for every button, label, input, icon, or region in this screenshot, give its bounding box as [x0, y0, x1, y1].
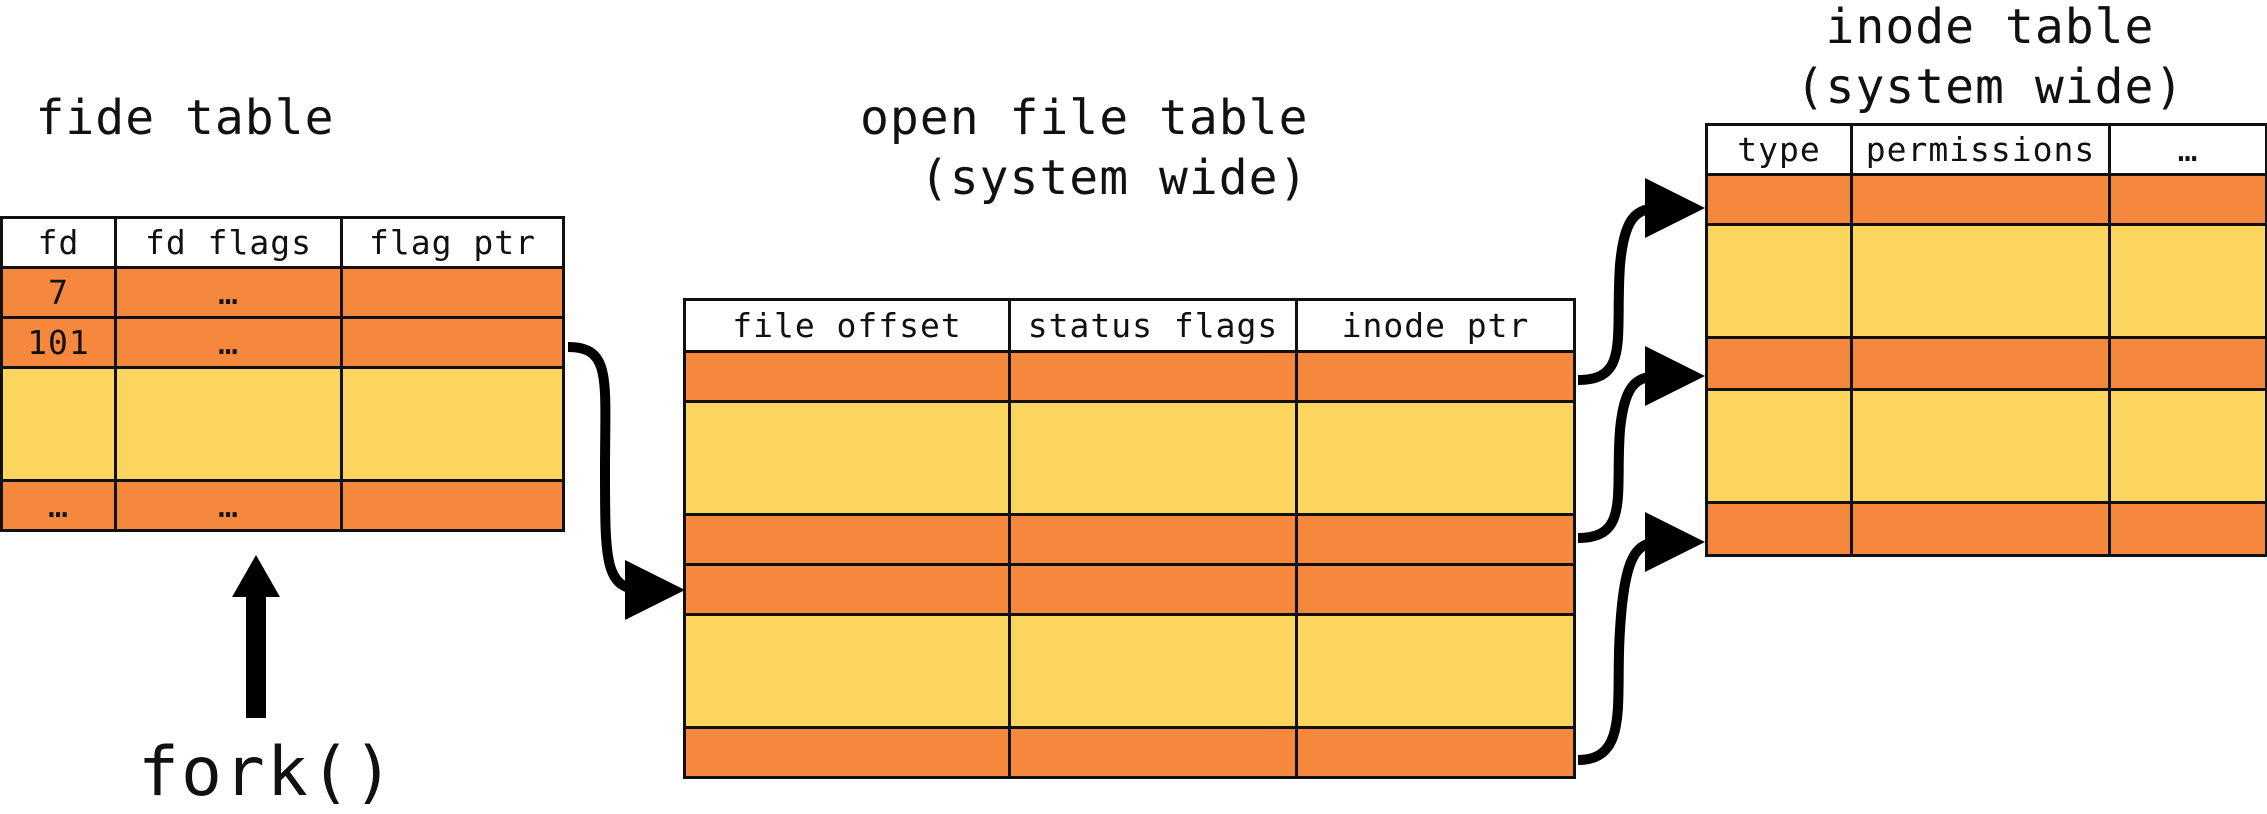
table-row — [0, 366, 565, 482]
fd-header: fd — [0, 216, 117, 269]
table-row — [683, 563, 1576, 616]
open-file-to-inode-arrow-1 — [1577, 178, 1705, 385]
inode-table-title: inode table (system wide) — [1795, 0, 2185, 115]
permissions-header: permissions — [1850, 123, 2111, 176]
flag-ptr-header: flag ptr — [340, 216, 565, 269]
fd-flags-cell: … — [114, 479, 343, 532]
fd-cell — [0, 366, 117, 482]
table-row — [683, 726, 1576, 779]
table-row — [1705, 501, 2267, 557]
open-file-table-header-row: file offset status flags inode ptr — [683, 298, 1576, 353]
table-row: 7 … — [0, 266, 565, 319]
table-row — [1705, 336, 2267, 391]
open-file-table: file offset status flags inode ptr — [683, 298, 1576, 779]
flag-ptr-cell — [340, 316, 565, 369]
table-row — [1705, 223, 2267, 339]
fd-table-header-row: fd fd flags flag ptr — [0, 216, 565, 269]
file-offset-header: file offset — [683, 298, 1011, 353]
fd-to-open-file-arrow — [567, 342, 685, 620]
open-file-table-title: open file table (system wide) — [860, 90, 1309, 206]
type-header: type — [1705, 123, 1853, 176]
fd-cell: … — [0, 479, 117, 532]
flag-ptr-cell — [340, 266, 565, 319]
table-row — [1705, 173, 2267, 226]
table-row — [683, 400, 1576, 516]
open-file-to-inode-arrow-3 — [1577, 512, 1705, 765]
fd-flags-cell — [114, 366, 343, 482]
fd-flags-header: fd flags — [114, 216, 343, 269]
fork-up-arrow — [232, 555, 280, 718]
open-file-to-inode-arrow-2 — [1577, 346, 1705, 543]
table-row — [683, 350, 1576, 403]
table-row — [1705, 388, 2267, 504]
table-row: 101 … — [0, 316, 565, 369]
fd-cell: 101 — [0, 316, 117, 369]
table-row: … … — [0, 479, 565, 532]
table-row — [683, 513, 1576, 566]
fd-flags-cell: … — [114, 316, 343, 369]
flag-ptr-cell — [340, 479, 565, 532]
fd-cell: 7 — [0, 266, 117, 319]
table-row — [683, 613, 1576, 729]
fork-label: fork() — [138, 733, 396, 812]
flag-ptr-cell — [340, 366, 565, 482]
inode-table: type permissions … — [1705, 123, 2267, 557]
fd-table-title: fide table — [35, 90, 335, 146]
status-flags-header: status flags — [1008, 298, 1298, 353]
more-columns-header: … — [2108, 123, 2267, 176]
fd-table: fd fd flags flag ptr 7 … 101 … … … — [0, 216, 565, 532]
inode-ptr-header: inode ptr — [1295, 298, 1576, 353]
inode-table-header-row: type permissions … — [1705, 123, 2267, 176]
fd-flags-cell: … — [114, 266, 343, 319]
